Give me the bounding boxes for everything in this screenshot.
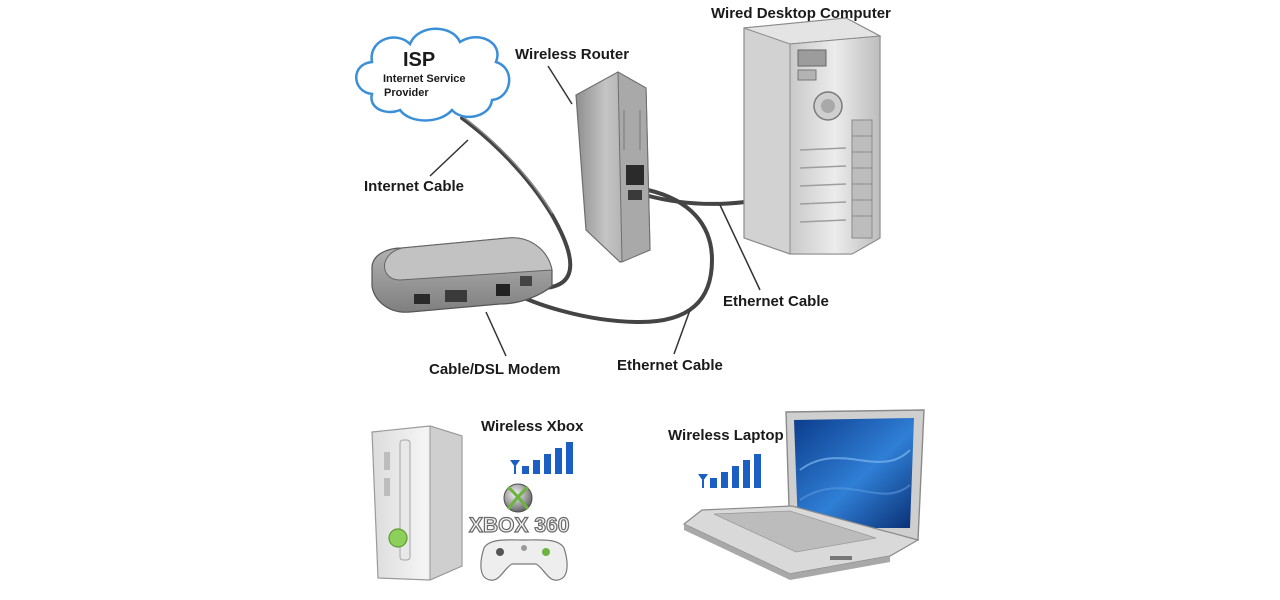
- xbox-brand: XBOX 360: [469, 514, 569, 537]
- wireless-router: Wireless Router: [515, 46, 651, 263]
- cable-dsl-modem: Cable/DSL Modem: [371, 237, 560, 378]
- internet-cable-leader: [429, 139, 469, 177]
- cloud-icon: [355, 27, 511, 122]
- wifi-signal-icon: [510, 442, 573, 474]
- internet-cable: [460, 116, 573, 290]
- internet-cable-highlight: [461, 115, 553, 214]
- wired-desktop-label: Wired Desktop Computer: [711, 5, 891, 22]
- wireless-laptop-label: Wireless Laptop: [668, 427, 784, 444]
- modem-label: Cable/DSL Modem: [429, 361, 560, 378]
- wired-desktop: Wired Desktop Computer: [711, 5, 891, 255]
- router-icon: [575, 71, 651, 263]
- isp-line-2: Provider: [384, 87, 429, 99]
- wireless-laptop: Wireless Laptop: [668, 409, 925, 580]
- isp-line-1: Internet Service: [383, 73, 466, 85]
- wifi-signal-icon: [698, 454, 761, 488]
- isp-title: ISP: [403, 49, 435, 71]
- xbox-console-icon: [371, 425, 463, 581]
- wireless-xbox: XBOX 360 Wireless Xbox: [371, 418, 584, 581]
- ethernet-cable-leader-1: [719, 204, 761, 291]
- wireless-router-leader: [547, 65, 573, 105]
- ethernet-cable-leader-2: [673, 309, 691, 355]
- xbox-logo-icon: [503, 483, 533, 513]
- wireless-xbox-label: Wireless Xbox: [481, 418, 584, 435]
- controller-icon: [480, 539, 568, 581]
- ethernet-cable-label-2: Ethernet Cable: [617, 357, 723, 374]
- isp-cloud: ISP Internet Service Provider: [355, 27, 511, 122]
- modem-leader: [485, 311, 507, 357]
- wireless-router-label: Wireless Router: [515, 46, 629, 63]
- ethernet-cable-modem-router: [498, 188, 715, 325]
- laptop-icon: [682, 409, 925, 580]
- desktop-tower-icon: [743, 17, 882, 255]
- modem-icon: [371, 237, 553, 313]
- internet-cable-label: Internet Cable: [364, 178, 464, 195]
- ethernet-cable-label-1: Ethernet Cable: [723, 293, 829, 310]
